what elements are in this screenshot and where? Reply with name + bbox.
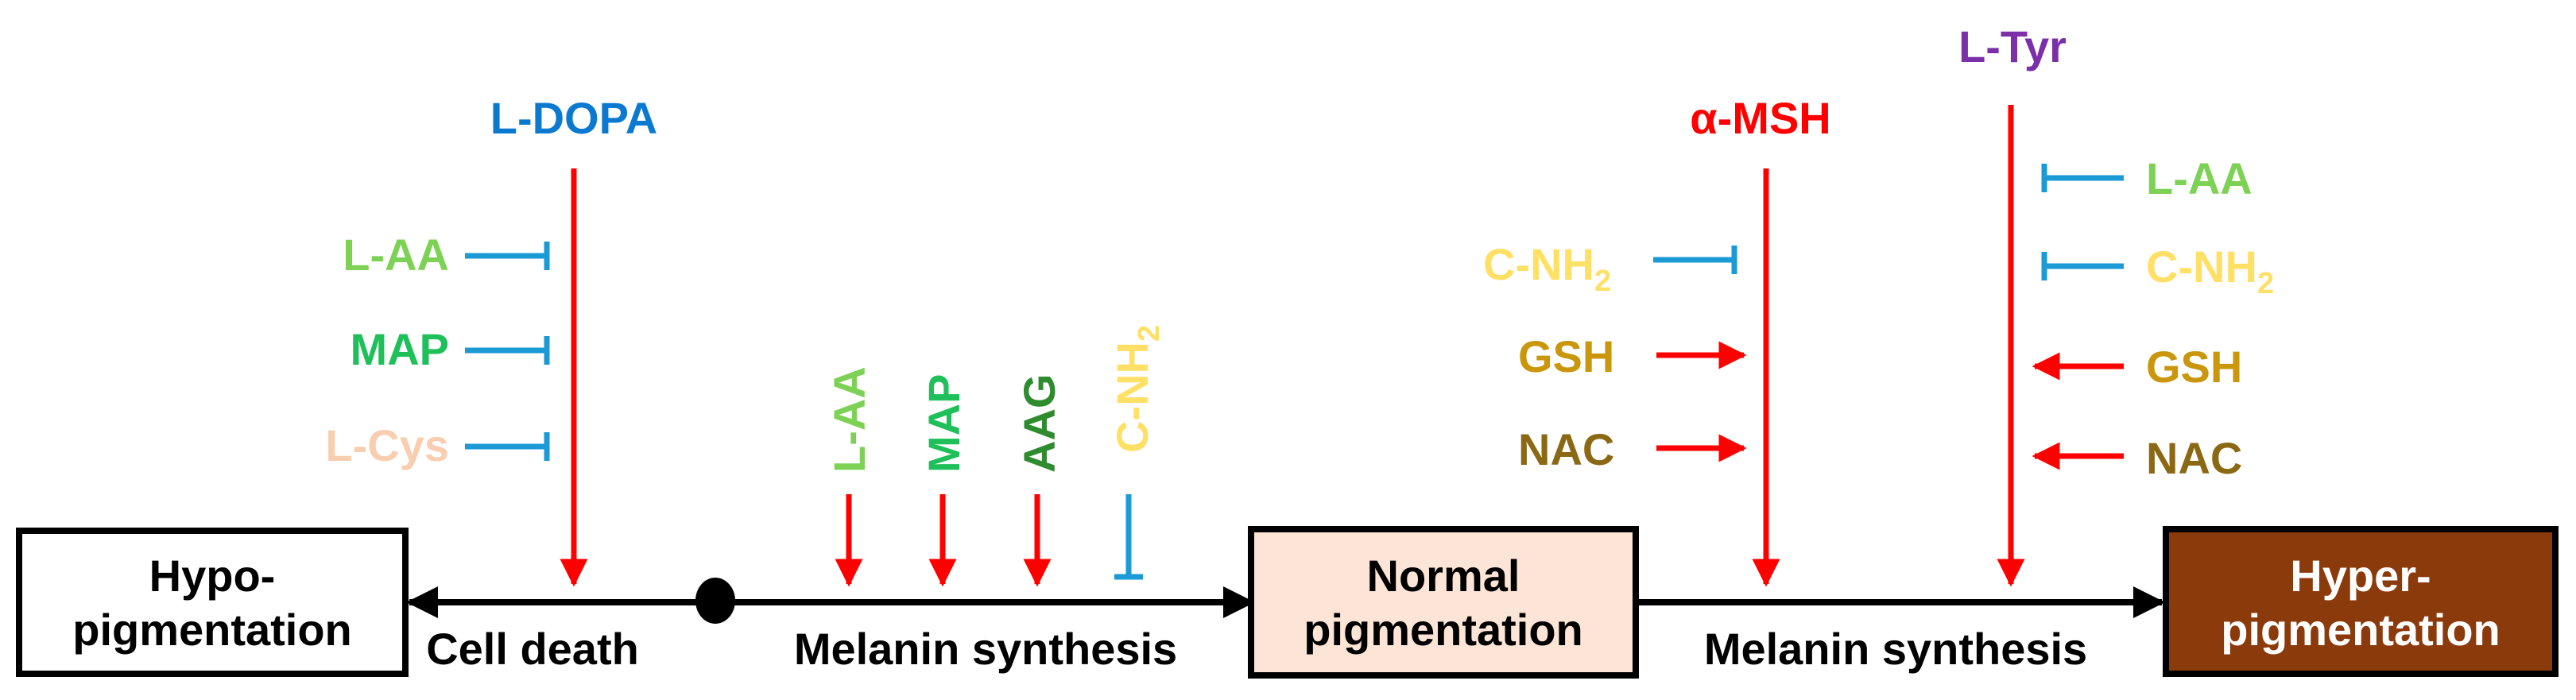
left-group-label-l-cys: L-Cys: [325, 420, 449, 470]
tyr-group-label-l-aa: L-AA: [2146, 153, 2253, 203]
left-group-label-l-aa: L-AA: [343, 230, 449, 280]
axis-origin-dot: [695, 578, 735, 624]
alpha-msh-label: α-MSH: [1690, 93, 1831, 143]
melanin-synthesis-right-label: Melanin synthesis: [1704, 624, 2087, 674]
normal-box: [1248, 526, 1639, 679]
normal-box-line2: pigmentation: [1303, 605, 1583, 655]
hyper-box: [2163, 526, 2559, 677]
msh-group-label-nac: NAC: [1518, 424, 1614, 474]
msh-group-label-gsh: GSH: [1518, 331, 1614, 381]
hypo-box: [16, 528, 409, 677]
middle-group-label-aag: AAG: [1014, 374, 1064, 473]
middle-group-label-l-aa: L-AA: [824, 366, 874, 473]
msh-group-label-c-nh2: C-NH2: [1483, 239, 1611, 298]
l-dopa-label: L-DOPA: [490, 93, 658, 143]
tyr-group-label-gsh: GSH: [2146, 342, 2242, 392]
hypo-box-line1: Hypo-: [149, 551, 276, 601]
normal-box-line1: Normal: [1367, 551, 1520, 601]
tyr-group-label-c-nh2: C-NH2: [2146, 242, 2274, 300]
middle-group-label-map: MAP: [919, 374, 969, 473]
left-group-label-map: MAP: [351, 324, 449, 374]
melanin-synthesis-left-label: Melanin synthesis: [794, 624, 1177, 674]
l-tyr-label: L-Tyr: [1958, 21, 2067, 72]
hyper-box-line2: pigmentation: [2221, 605, 2500, 655]
hyper-box-line1: Hyper-: [2290, 551, 2431, 601]
hypo-box-line2: pigmentation: [72, 605, 352, 655]
tyr-group-label-nac: NAC: [2146, 433, 2242, 483]
cell-death-label: Cell death: [426, 624, 639, 674]
middle-group-label-c-nh2: C-NH2: [1107, 325, 1166, 453]
